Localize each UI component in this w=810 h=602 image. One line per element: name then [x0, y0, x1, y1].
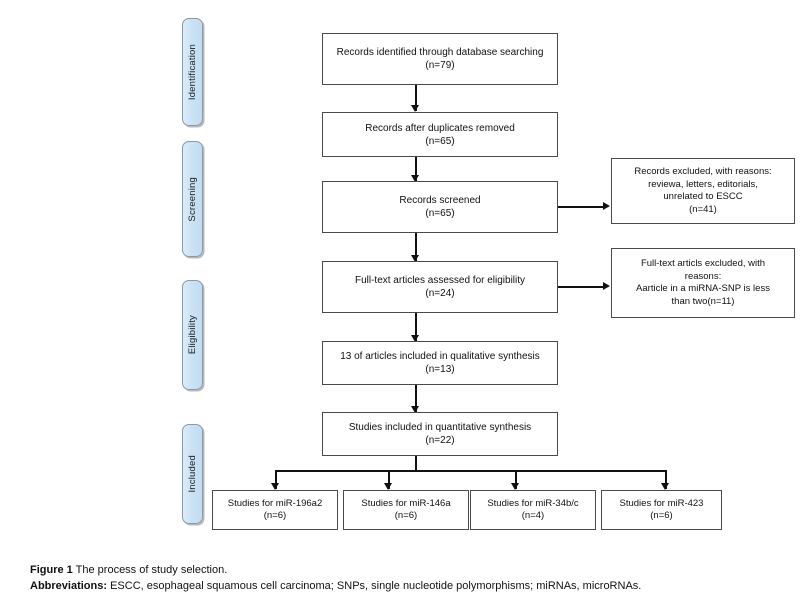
node-line-1: Full-text articles assessed for eligibil…	[354, 275, 526, 286]
node-records-excluded: Records excluded, with reasons: reviewa,…	[611, 158, 795, 224]
node-line-2: (n=6)	[394, 510, 418, 521]
node-line-1: 13 of articles included in qualitative s…	[340, 351, 540, 362]
node-line-2: (n=6)	[650, 510, 673, 521]
connector-fulltext-to-qualitative	[415, 313, 417, 341]
connector-subgroup-distributor	[275, 470, 665, 472]
connector-deduped-to-screened	[415, 157, 417, 181]
node-line-4: (n=41)	[689, 203, 717, 215]
node-line-1: Studies for miR-196a2	[227, 497, 323, 509]
arrow-qualitative-to-quantitative	[411, 406, 419, 413]
node-subgroup-mir-34bc: Studies for miR-34b/c (n=4)	[470, 490, 596, 530]
node-quantitative-synthesis: Studies included in quantitative synthes…	[322, 412, 558, 456]
node-line-3: unrelated to ESCC	[663, 191, 743, 202]
node-records-identified: Records identified through database sear…	[322, 33, 558, 85]
connector-drop-subgroup-1	[275, 470, 277, 489]
phase-label-screening: Screening	[182, 141, 203, 257]
node-line-2: (n=65)	[425, 208, 455, 219]
node-fulltext-assessed: Full-text articles assessed for eligibil…	[322, 261, 558, 313]
phase-label-text: Identification	[186, 43, 198, 101]
node-line-2: (n=13)	[425, 364, 455, 375]
figure-caption: Figure 1 The process of study selection.…	[30, 562, 790, 594]
node-line-1: Records identified through database sear…	[336, 47, 544, 58]
node-records-deduped: Records after duplicates removed (n=65)	[322, 112, 558, 157]
connector-drop-subgroup-2	[388, 470, 390, 489]
node-line-1: Full-text articls excluded, with	[640, 258, 766, 269]
phase-label-text: Included	[186, 455, 198, 493]
connector-drop-subgroup-4	[665, 470, 667, 489]
node-subgroup-mir-196a2: Studies for miR-196a2 (n=6)	[212, 490, 338, 530]
node-line-2: reviewa, letters, editorials,	[648, 178, 758, 190]
phase-label-eligibility: Eligibility	[182, 280, 203, 390]
node-line-2: (n=6)	[263, 510, 287, 521]
node-line-3: Aarticle in a miRNA-SNP is less	[636, 283, 770, 294]
arrow-deduped-to-screened	[411, 175, 419, 182]
node-line-2: (n=65)	[425, 135, 455, 147]
arrow-screened-to-excluded	[603, 202, 610, 210]
caption-abbrev-label: Abbreviations:	[30, 580, 108, 592]
node-fulltext-excluded: Full-text articls excluded, with reasons…	[611, 248, 795, 318]
node-qualitative-synthesis: 13 of articles included in qualitative s…	[322, 341, 558, 385]
caption-figure-label: Figure 1	[30, 564, 73, 576]
arrow-subgroup-1	[271, 483, 279, 490]
phase-label-text: Screening	[186, 176, 198, 222]
node-line-2: (n=4)	[521, 510, 545, 521]
node-line-1: Studies included in quantitative synthes…	[348, 422, 532, 433]
node-line-4: than two(n=11)	[671, 295, 735, 307]
arrow-subgroup-2	[384, 483, 392, 490]
connector-quantitative-stem	[415, 456, 417, 471]
node-line-2: (n=24)	[425, 288, 455, 299]
arrow-identified-to-deduped	[411, 105, 419, 112]
node-line-1: Studies for miR-423	[619, 497, 704, 509]
phase-label-included: Included	[182, 424, 203, 524]
caption-abbrev-text: ESCC, esophageal squamous cell carcinoma…	[110, 580, 642, 592]
caption-title-line: Figure 1 The process of study selection.	[30, 562, 790, 578]
caption-title-text: The process of study selection.	[75, 564, 228, 576]
connector-qualitative-to-quantitative	[415, 385, 417, 412]
caption-abbreviations-line: Abbreviations: ESCC, esophageal squamous…	[30, 578, 790, 594]
node-line-2: reasons:	[684, 270, 722, 282]
phase-label-identification: Identification	[182, 18, 203, 126]
node-line-1: Records excluded, with reasons:	[634, 166, 772, 177]
node-line-2: (n=79)	[425, 60, 455, 71]
arrow-fulltext-to-excluded	[603, 282, 610, 290]
connector-screened-to-excluded	[558, 206, 605, 208]
connector-fulltext-to-excluded	[558, 286, 605, 288]
node-line-1: Studies for miR-146a	[361, 497, 451, 509]
arrow-subgroup-3	[511, 483, 519, 490]
connector-identified-to-deduped	[415, 85, 417, 111]
node-line-2: (n=22)	[425, 435, 455, 446]
node-line-1: Records after duplicates removed	[365, 122, 515, 134]
node-line-1: Records screened	[399, 195, 481, 206]
arrow-screened-to-fulltext	[411, 255, 419, 262]
connector-screened-to-fulltext	[415, 233, 417, 261]
node-line-1: Studies for miR-34b/c	[487, 497, 579, 509]
phase-label-text: Eligibility	[186, 315, 198, 355]
connector-drop-subgroup-3	[515, 470, 517, 489]
node-subgroup-mir-423: Studies for miR-423 (n=6)	[601, 490, 722, 530]
prisma-flow-diagram: Identification Screening Eligibility Inc…	[182, 18, 795, 530]
arrow-subgroup-4	[661, 483, 669, 490]
node-subgroup-mir-146a: Studies for miR-146a (n=6)	[343, 490, 469, 530]
node-records-screened: Records screened (n=65)	[322, 181, 558, 233]
arrow-fulltext-to-qualitative	[411, 335, 419, 342]
